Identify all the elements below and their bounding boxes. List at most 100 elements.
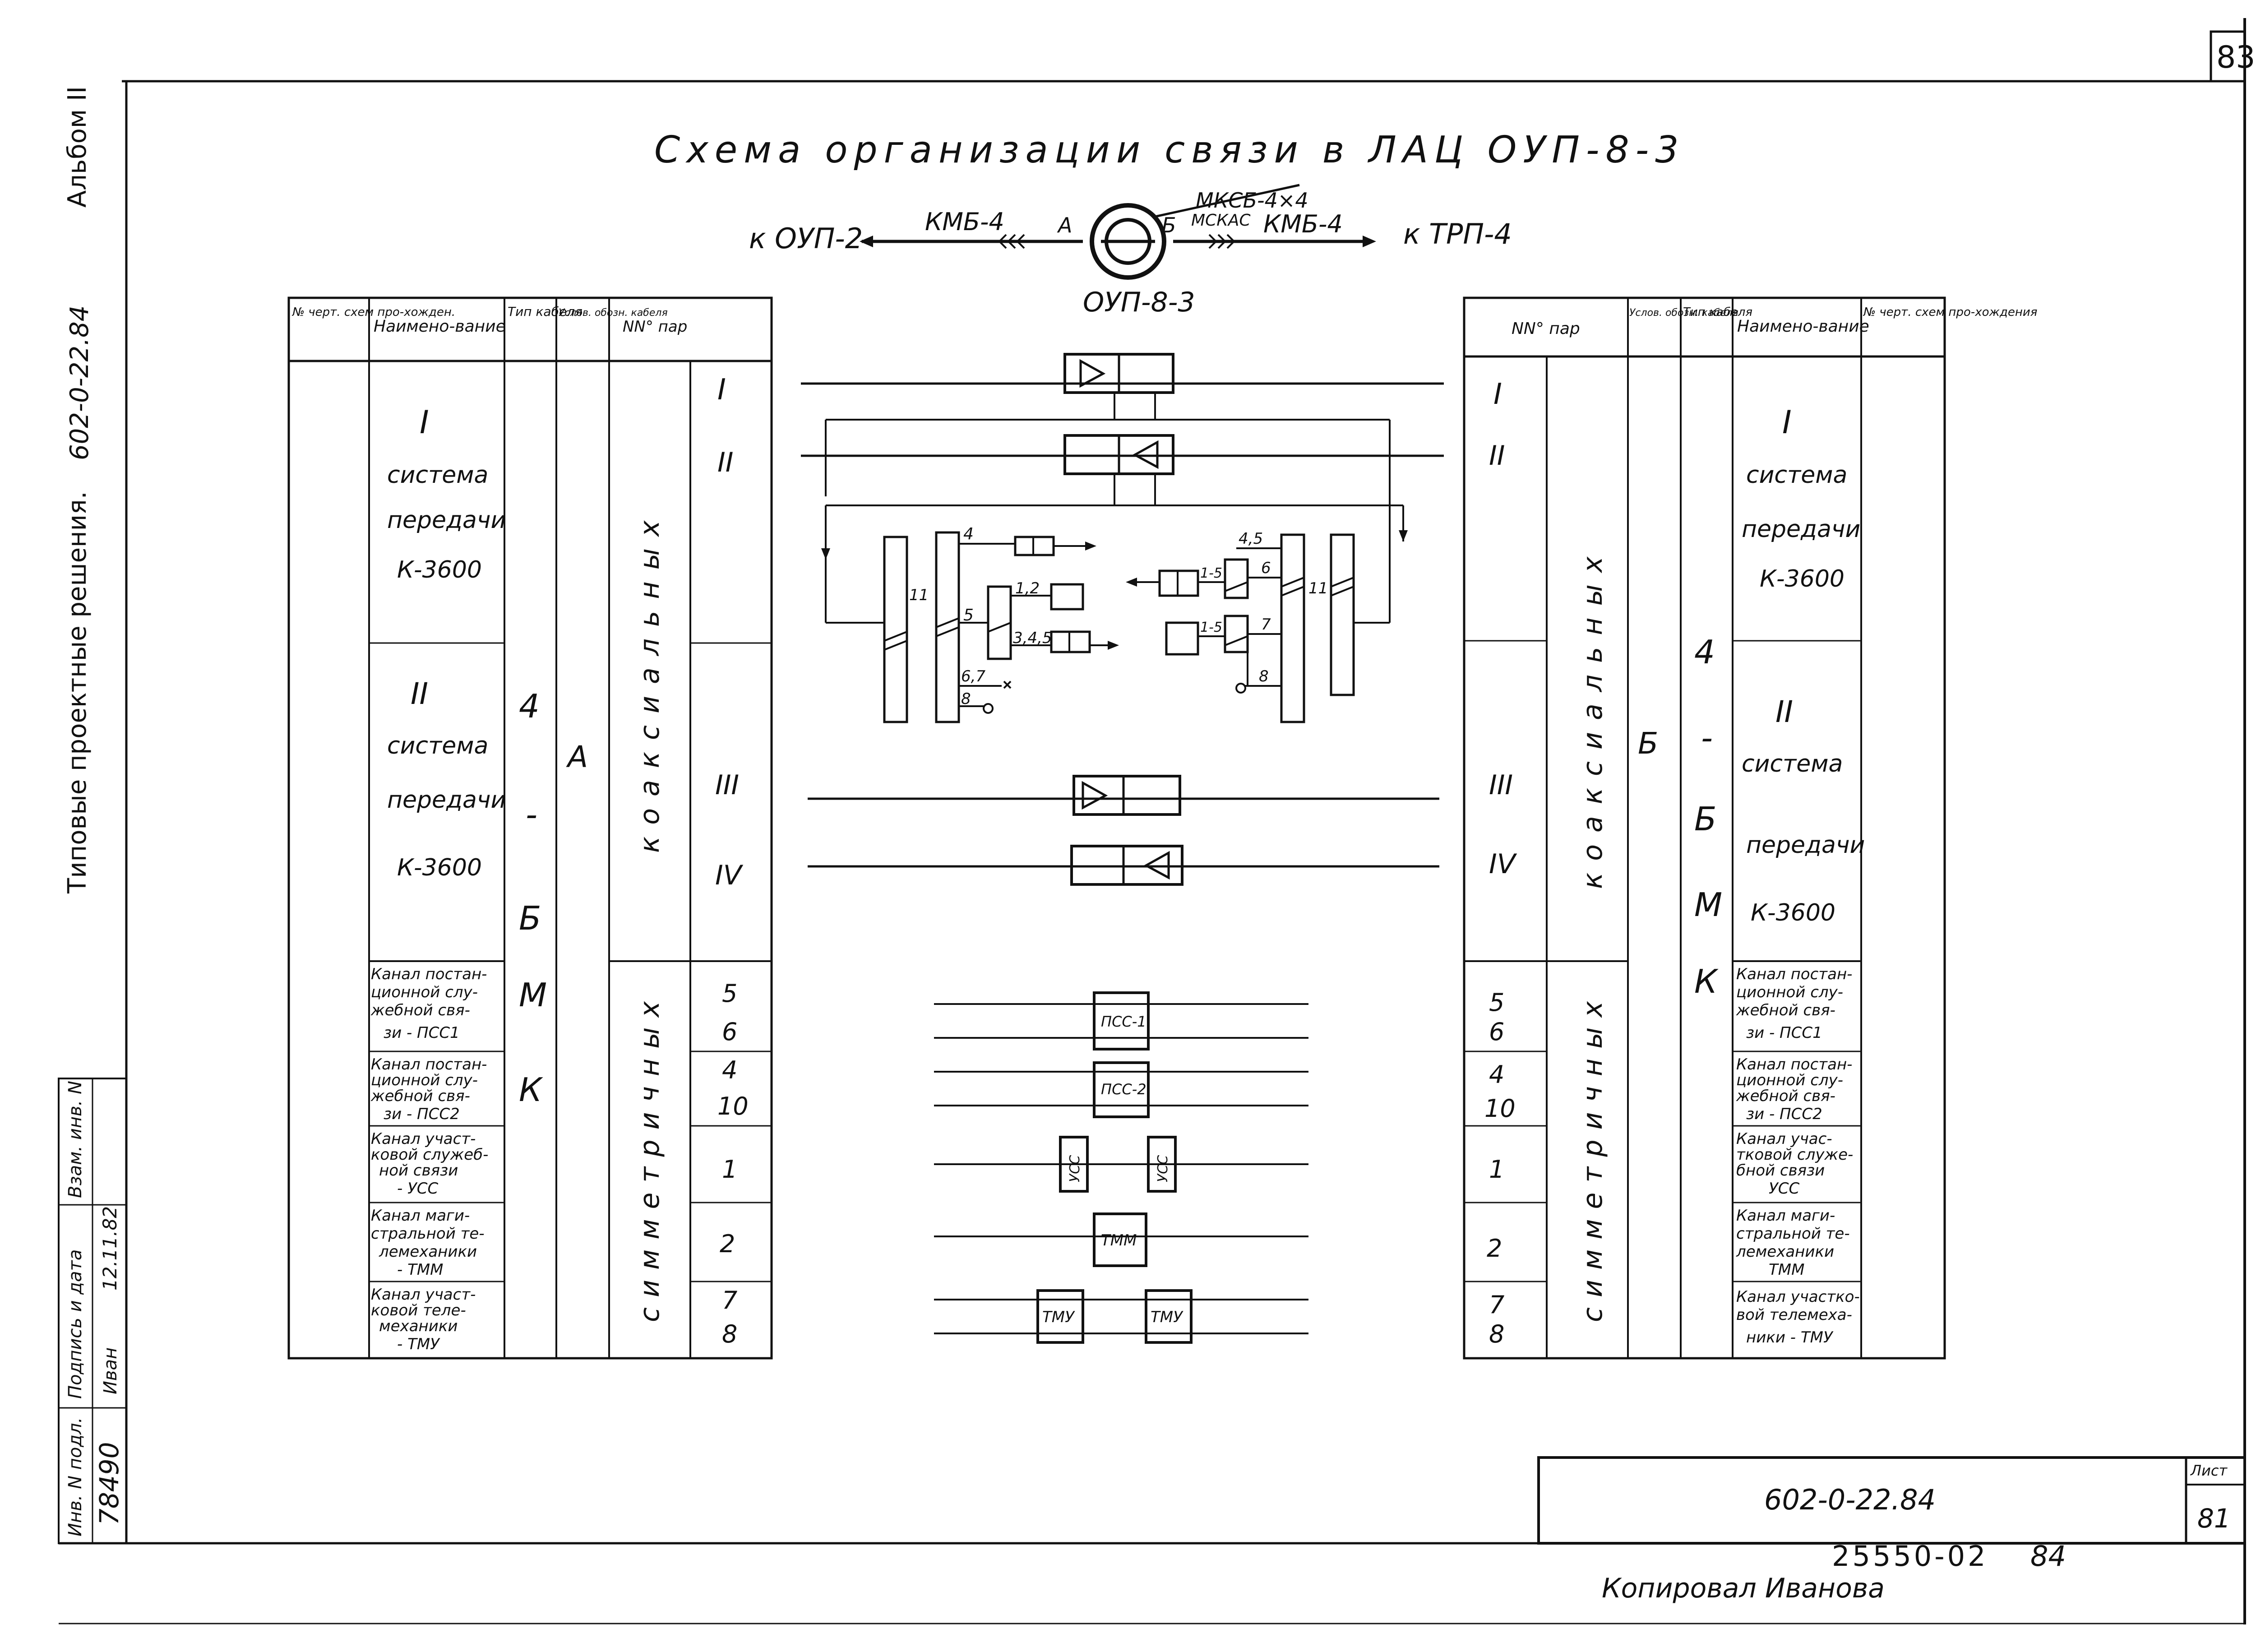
lt-ch4-l2: стральной те- xyxy=(371,1225,485,1243)
cable-b: МСКАС xyxy=(1191,211,1251,230)
rt-pair-1: I xyxy=(1493,378,1502,411)
rt-system2-type: К-3600 xyxy=(1751,899,1835,926)
rt-ch3-l2: тковой служе- xyxy=(1736,1146,1853,1164)
right-table xyxy=(1463,296,1946,1360)
lt-cable-dash: - xyxy=(526,796,537,833)
lt-cable-4: 4 xyxy=(519,687,540,725)
rt-pair-3: III xyxy=(1489,769,1513,801)
rt-system2-roman: II xyxy=(1775,694,1793,729)
left-cable: КМБ-4 xyxy=(925,208,1004,236)
block-pss1: ПСС-1 xyxy=(1101,1013,1146,1030)
lt-header-drawing: № черт. схем про-хожден. xyxy=(291,305,455,319)
lt-ch2-p2: 10 xyxy=(717,1092,749,1120)
sch-right-6: 6 xyxy=(1261,559,1271,577)
series-code: 602-0-22.84 xyxy=(65,305,94,460)
rt-ch1-l3: жебной свя- xyxy=(1736,1001,1835,1019)
rt-system1-word: система xyxy=(1746,462,1847,489)
sch-left-12: 1,2 xyxy=(1015,579,1040,597)
rt-system2-word: система xyxy=(1742,750,1843,777)
rt-cable-b: Б xyxy=(1694,800,1716,838)
rt-ch4-l2: стральной те- xyxy=(1736,1225,1850,1243)
right-station: к ТРП-4 xyxy=(1403,217,1512,250)
sch-left-5: 5 xyxy=(963,606,974,625)
cable-line xyxy=(860,184,1376,280)
rt-ch4-l4: ТММ xyxy=(1769,1261,1804,1279)
sch-left-8: 8 xyxy=(961,690,971,708)
lt-system2-desc: передачи xyxy=(387,787,506,814)
sch-right-45: 4,5 xyxy=(1239,530,1263,548)
lt-ch5-l3: механики xyxy=(379,1317,458,1335)
archive-number: 25550-02 xyxy=(1832,1540,1988,1573)
rt-ch2-l2: ционной слу- xyxy=(1736,1071,1843,1089)
lt-ch4-l1: Канал маги- xyxy=(371,1207,470,1225)
lt-ch3-l2: ковой служеб- xyxy=(371,1146,488,1164)
lt-pair-2: II xyxy=(717,447,733,478)
list-number: 81 xyxy=(2197,1503,2231,1534)
inv-label: Инв. N подл. xyxy=(65,1417,86,1536)
rt-system2-desc: передачи xyxy=(1746,832,1865,859)
rt-cable-m: М xyxy=(1694,886,1722,924)
right-cable: КМБ-4 xyxy=(1263,210,1343,238)
lt-ch2-p1: 4 xyxy=(722,1056,737,1084)
lt-ch3-l1: Канал участ- xyxy=(371,1130,476,1148)
lt-system1-desc: передачи xyxy=(387,507,506,534)
rt-coax-label: коаксиальных xyxy=(1577,545,1609,889)
archive-suffix: 84 xyxy=(2030,1540,2066,1573)
lt-sym-label: симметричных xyxy=(634,991,666,1322)
rt-ch4-p1: 2 xyxy=(1487,1234,1502,1263)
lt-pair-4: IV xyxy=(715,860,744,891)
lt-ch1-l2: ционной слу- xyxy=(371,983,478,1001)
title-block xyxy=(1537,1456,2246,1545)
block-tmu-left: ТМУ xyxy=(1042,1308,1075,1326)
lt-ch2-l2: ционной слу- xyxy=(371,1071,478,1089)
side-a: А xyxy=(1057,213,1072,237)
lt-system1-roman: I xyxy=(420,404,429,441)
rt-ch4-l1: Канал маги- xyxy=(1736,1207,1835,1225)
lt-ch5-p2: 8 xyxy=(722,1320,737,1348)
lt-header-pairs: NN° пар xyxy=(623,318,687,336)
rt-ch1-l4: зи - ПСС1 xyxy=(1746,1024,1822,1042)
rt-ch3-l1: Канал учас- xyxy=(1736,1130,1832,1148)
rt-ch3-l3: бной связи xyxy=(1736,1161,1825,1180)
block-tmm: ТММ xyxy=(1101,1231,1137,1249)
list-label: Лист xyxy=(2190,1462,2228,1479)
rt-sym-label: симметричных xyxy=(1577,991,1609,1322)
copied-by: Копировал Иванова xyxy=(1602,1573,1885,1604)
rt-cable-4: 4 xyxy=(1694,633,1715,671)
rt-ch4-l3: лемеханики xyxy=(1736,1243,1834,1261)
sch-right-7: 7 xyxy=(1261,615,1271,634)
lt-header-symbol: Услов. обозн. кабеля xyxy=(559,307,668,319)
rt-ch2-p1: 4 xyxy=(1489,1060,1504,1089)
lt-cable-m: М xyxy=(519,976,547,1014)
series-label: Типовые проектные решения. xyxy=(63,491,92,894)
rt-header-drawing: № черт. схем про-хождения xyxy=(1863,305,2037,319)
block-pss2: ПСС-2 xyxy=(1101,1081,1146,1098)
lt-cable-symbol: А xyxy=(566,740,588,774)
lt-ch2-l4: зи - ПСС2 xyxy=(384,1105,460,1123)
schematic xyxy=(801,353,1444,1344)
inv-value: 78490 xyxy=(94,1442,125,1525)
lt-pair-3: III xyxy=(715,769,739,801)
lt-ch5-l4: - ТМУ xyxy=(397,1335,440,1353)
lt-coax-label: коаксиальных xyxy=(634,509,666,853)
block-uss-left: УСС xyxy=(1067,1155,1083,1182)
rt-ch5-l2: вой телемеха- xyxy=(1736,1306,1852,1324)
sign-date: 12.11.82 xyxy=(99,1206,121,1291)
rt-header-name: Наимено-вание xyxy=(1737,317,1869,336)
lt-header-type: Тип кабеля xyxy=(508,304,582,319)
rt-ch5-l3: ники - ТМУ xyxy=(1746,1328,1834,1347)
lt-ch5-p1: 7 xyxy=(722,1286,737,1314)
lt-ch1-p2: 6 xyxy=(722,1018,737,1046)
lt-ch2-l3: жебной свя- xyxy=(370,1087,470,1105)
left-table xyxy=(287,296,773,1360)
sch-left-67: 6,7 xyxy=(961,667,985,685)
rt-ch5-l1: Канал участко- xyxy=(1736,1288,1860,1306)
rt-system1-roman: I xyxy=(1782,404,1792,441)
lt-pair-1: I xyxy=(717,373,726,407)
lt-ch3-l3: ной связи xyxy=(379,1161,458,1180)
sign-label: Подпись и дата xyxy=(65,1249,86,1399)
lt-ch4-l4: - ТММ xyxy=(397,1261,444,1279)
station-label: ОУП-8-3 xyxy=(1083,287,1195,318)
block-uss-right: УСС xyxy=(1155,1155,1171,1182)
